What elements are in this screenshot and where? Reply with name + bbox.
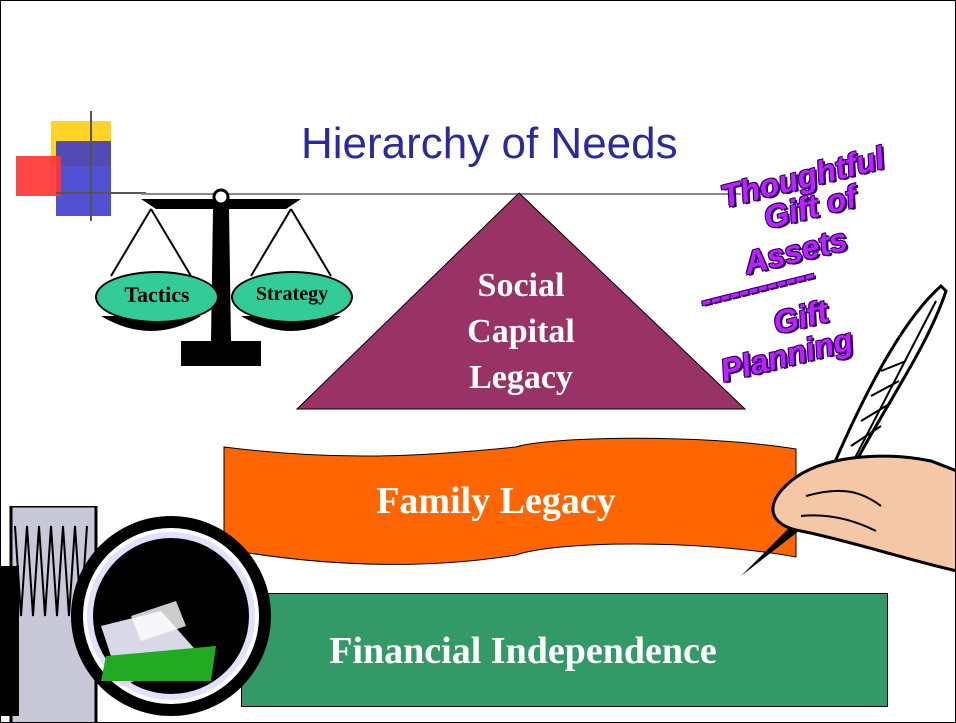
- family-legacy-banner: [223, 437, 797, 565]
- corner-decoration-icon: [16, 111, 146, 221]
- tactics-pan: [95, 271, 219, 323]
- financial-independence-label: Financial Independence: [329, 630, 717, 672]
- family-legacy-label: Family Legacy: [376, 480, 616, 522]
- tactics-label: Tactics: [124, 282, 190, 307]
- strategy-pan: [231, 271, 353, 323]
- camera-lens-icon: [1, 506, 271, 722]
- quill-pen-hand-icon: [741, 283, 955, 576]
- social-capital-pyramid: [295, 192, 747, 410]
- pyramid-line-3: Legacy: [469, 359, 573, 396]
- wordart-block: Thoughtful Gift of Assets ------------ G…: [691, 139, 951, 411]
- title-rule: [141, 193, 741, 195]
- pyramid-line-1: Social: [477, 267, 565, 304]
- slide-title: Hierarchy of Needs: [301, 119, 678, 168]
- financial-independence-bar: [241, 593, 888, 707]
- strategy-label: Strategy: [255, 283, 329, 305]
- social-capital-legacy-label: Social Capital Legacy: [421, 263, 621, 401]
- pyramid-line-2: Capital: [467, 313, 575, 350]
